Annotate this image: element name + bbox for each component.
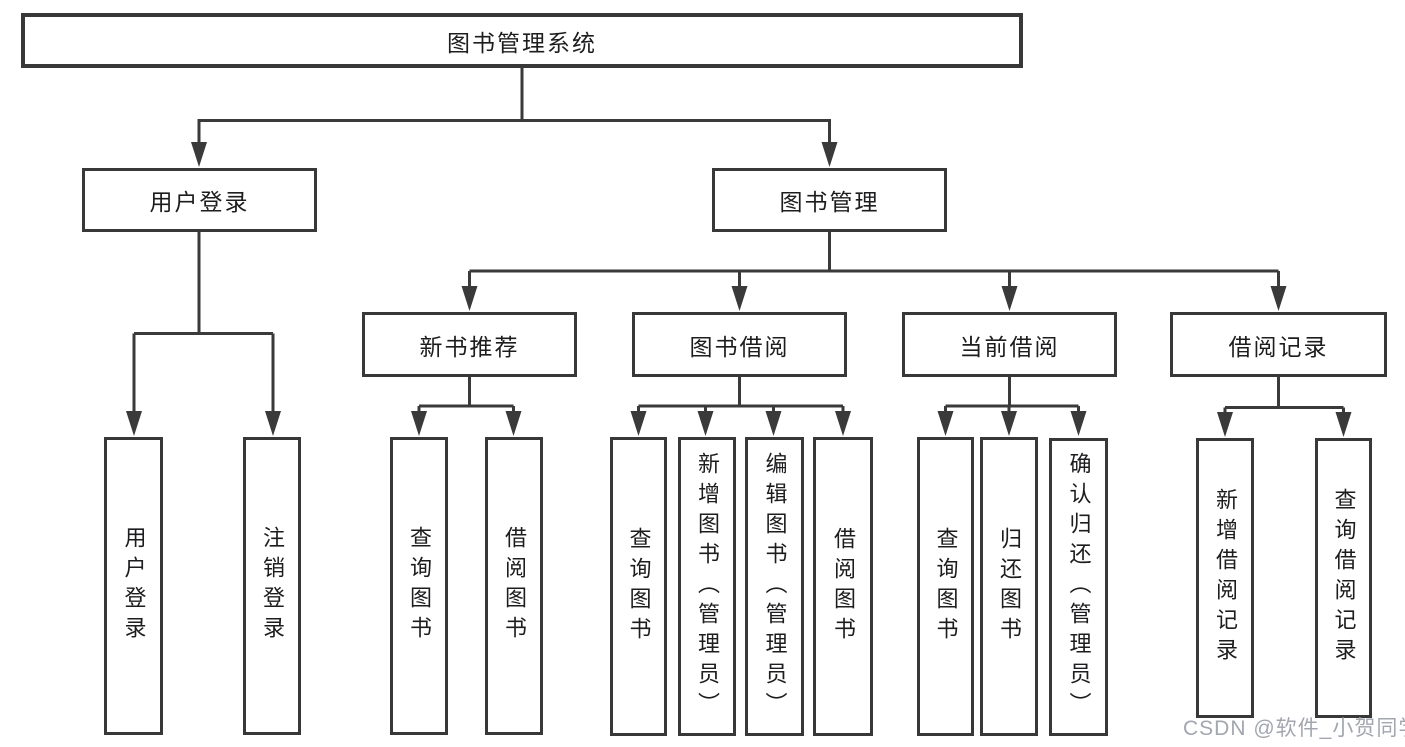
node-label: 图书管理系统 xyxy=(447,29,597,56)
node-label: 当前借阅 xyxy=(959,333,1060,360)
arrow-down-icon xyxy=(265,411,281,436)
arrow-down-icon xyxy=(1001,286,1018,311)
node-label: 查询图书 xyxy=(407,526,432,646)
arrow-down-icon xyxy=(765,411,782,436)
node-label: 新增借阅记录 xyxy=(1213,488,1238,668)
arrow-down-icon xyxy=(630,411,647,436)
arrow-down-icon xyxy=(731,286,748,311)
node-label: 注销登录 xyxy=(260,526,285,646)
node-leaf-query-books: 查询图书 xyxy=(610,437,667,736)
node-leaf-borrow-books: 借阅图书 xyxy=(485,437,543,735)
arrow-down-icon xyxy=(835,411,851,436)
arrow-down-icon xyxy=(1070,411,1087,436)
node-borrowing-records: 借阅记录 xyxy=(1170,312,1387,377)
node-leaf-edit-books-admin: 编辑图书（管理员） xyxy=(745,437,804,736)
arrow-down-icon xyxy=(937,411,954,436)
node-book-borrowing: 图书借阅 xyxy=(632,312,847,377)
arrow-down-icon xyxy=(126,411,142,436)
node-leaf-confirm-return-admin: 确认归还（管理员） xyxy=(1049,438,1108,736)
node-label: 查询图书 xyxy=(933,526,959,647)
node-label: 用户登录 xyxy=(149,189,250,215)
node-leaf-query-borrow-record: 查询借阅记录 xyxy=(1315,438,1372,718)
node-leaf-query-books: 查询图书 xyxy=(390,437,448,735)
arrow-down-icon xyxy=(1001,411,1017,436)
node-new-book-recommend: 新书推荐 xyxy=(362,312,577,377)
node-leaf-return-books: 归还图书 xyxy=(980,437,1038,736)
csdn-watermark: CSDN @软件_小贺同学 xyxy=(1183,717,1405,740)
node-library-system: 图书管理系统 xyxy=(21,13,1023,68)
arrow-down-icon xyxy=(1217,412,1233,437)
arrowhead-icons xyxy=(126,142,1352,437)
node-leaf-add-borrow-record: 新增借阅记录 xyxy=(1196,438,1254,718)
arrow-down-icon xyxy=(505,411,522,436)
node-label: 借阅图书 xyxy=(831,526,856,647)
arrow-down-icon xyxy=(461,286,478,311)
node-leaf-logout: 注销登录 xyxy=(243,437,301,735)
node-label: 新书推荐 xyxy=(419,333,520,360)
node-label: 归还图书 xyxy=(997,526,1022,647)
node-leaf-add-books-admin: 新增图书（管理员） xyxy=(678,437,736,736)
arrow-down-icon xyxy=(697,411,714,436)
node-leaf-query-books: 查询图书 xyxy=(917,437,974,736)
node-label: 借阅记录 xyxy=(1228,333,1329,360)
arrow-down-icon xyxy=(411,411,427,436)
node-leaf-borrow-books: 借阅图书 xyxy=(813,437,873,736)
node-user-login-module: 用户登录 xyxy=(82,168,317,232)
node-label: 图书借阅 xyxy=(689,333,790,360)
node-label: 借阅图书 xyxy=(502,526,527,646)
tree-edges xyxy=(132,68,1345,416)
node-label: 查询图书 xyxy=(626,526,652,647)
node-label: 查询借阅记录 xyxy=(1331,488,1357,668)
node-label: 新增图书（管理员） xyxy=(695,451,720,722)
node-label: 编辑图书（管理员） xyxy=(762,451,788,722)
node-label: 图书管理 xyxy=(779,189,880,215)
node-label: 用户登录 xyxy=(121,526,147,646)
arrow-down-icon xyxy=(1270,286,1287,311)
node-leaf-user-login: 用户登录 xyxy=(104,437,163,735)
arrow-down-icon xyxy=(191,142,207,167)
arrow-down-icon xyxy=(821,142,838,167)
arrow-down-icon xyxy=(1335,412,1352,437)
node-current-borrowing: 当前借阅 xyxy=(902,312,1117,377)
node-label: 确认归还（管理员） xyxy=(1066,452,1092,722)
node-book-management-module: 图书管理 xyxy=(712,168,947,232)
